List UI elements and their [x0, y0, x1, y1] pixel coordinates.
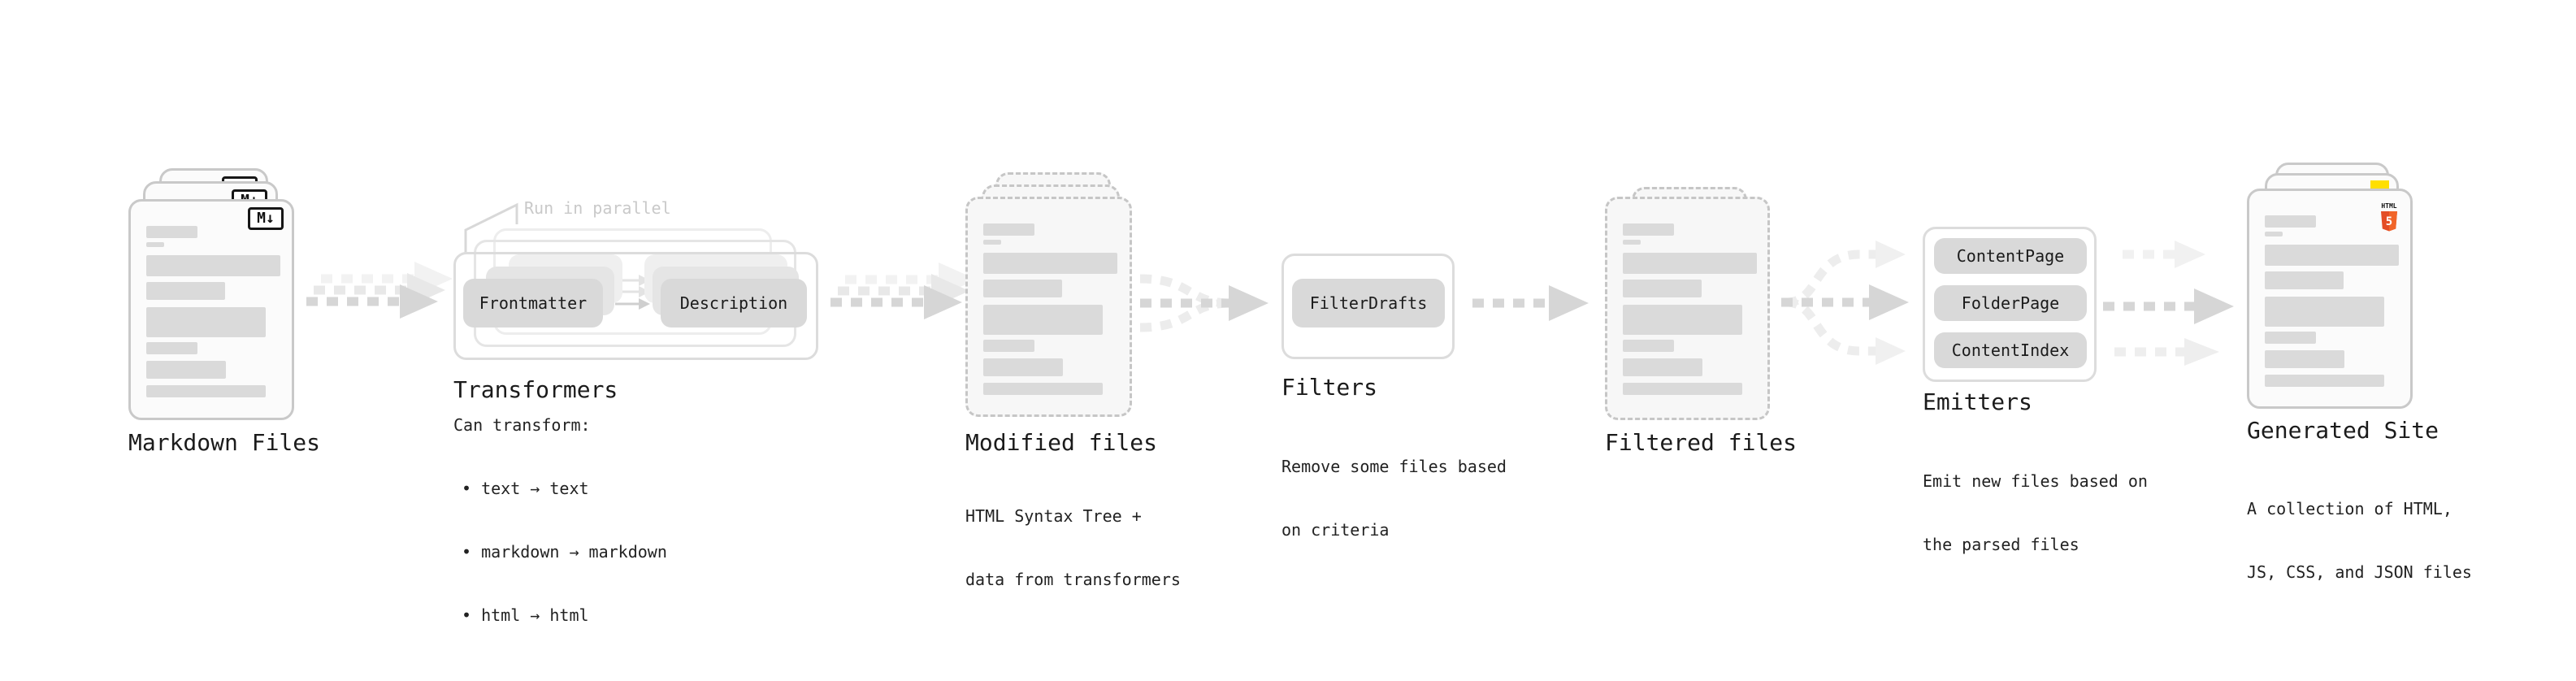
- placeholder-text-bar: [1623, 383, 1742, 395]
- run-in-parallel-note: Run in parallel: [524, 198, 671, 218]
- modified-file-card-front: [965, 197, 1132, 417]
- emitters-title: Emitters: [1923, 388, 2032, 415]
- placeholder-text-bar: [1623, 253, 1757, 274]
- transformer-frame-front: [453, 252, 818, 360]
- placeholder-text-bar: [983, 383, 1103, 395]
- placeholder-text-bar: [983, 240, 1001, 245]
- placeholder-text-bar: [2265, 332, 2316, 344]
- transformers-desc-heading: Can transform:: [453, 415, 591, 435]
- placeholder-text-bar: [1623, 223, 1674, 236]
- placeholder-text-bar: [146, 255, 280, 276]
- transformers-title: Transformers: [453, 376, 618, 403]
- placeholder-text-bar: [2265, 297, 2384, 327]
- placeholder-text-bar: [2265, 215, 2316, 228]
- desc-line: JS, CSS, and JSON files: [2247, 562, 2472, 582]
- placeholder-text-bar: [146, 226, 197, 238]
- html5-icon: HTML 5: [2380, 196, 2398, 236]
- placeholder-text-bar: [146, 361, 226, 379]
- markdown-file-card-front: M↓: [128, 199, 294, 420]
- placeholder-text-bar: [2265, 245, 2399, 266]
- placeholder-text-bar: [146, 242, 164, 247]
- desc-line: the parsed files: [1923, 535, 2079, 554]
- placeholder-text-bar: [1623, 358, 1702, 376]
- bullet-item: • markdown → markdown: [462, 542, 667, 562]
- folderpage-pill: FolderPage: [1934, 285, 2087, 321]
- svg-text:5: 5: [2386, 215, 2392, 228]
- placeholder-text-bar: [983, 305, 1103, 335]
- modified-files-desc: HTML Syntax Tree + data from transformer…: [965, 463, 1181, 632]
- bullet-item: • html → html: [462, 605, 589, 625]
- generated-site-title: Generated Site: [2247, 417, 2439, 444]
- placeholder-text-bar: [2265, 375, 2384, 387]
- placeholder-text-bar: [983, 223, 1034, 236]
- placeholder-text-bar: [2265, 350, 2344, 368]
- arrow-transformers-to-modified-icon: [830, 262, 977, 319]
- contentpage-pill: ContentPage: [1934, 238, 2087, 274]
- html5-shield-icon: 5: [2381, 211, 2397, 232]
- placeholder-text-bar: [983, 340, 1034, 352]
- transformers-bullet-list: • text → text • markdown → markdown • ht…: [462, 436, 667, 668]
- placeholder-text-bar: [983, 280, 1062, 297]
- modified-files-title: Modified files: [965, 429, 1158, 456]
- desc-line: on criteria: [1281, 520, 1390, 540]
- contentindex-pill: ContentIndex: [1934, 332, 2087, 368]
- emitters-desc: Emit new files based on the parsed files: [1923, 428, 2148, 597]
- desc-line: Remove some files based: [1281, 457, 1507, 476]
- javascript-icon: [2370, 180, 2389, 189]
- description-pill: Description: [661, 279, 807, 327]
- markdown-icon: M↓: [248, 207, 284, 230]
- placeholder-text-bar: [146, 307, 266, 337]
- desc-line: HTML Syntax Tree +: [965, 506, 1142, 526]
- placeholder-text-bar: [146, 282, 225, 300]
- arrow-modified-to-filters-icon: [1139, 274, 1268, 332]
- placeholder-text-bar: [983, 253, 1117, 274]
- placeholder-text-bar: [1623, 240, 1641, 245]
- html-file-card: HTML 5: [2247, 189, 2413, 409]
- filtered-files-title: Filtered files: [1605, 429, 1798, 456]
- placeholder-text-bar: [1623, 305, 1742, 335]
- desc-line: A collection of HTML,: [2247, 499, 2452, 518]
- arrow-filters-to-filtered-icon: [1472, 285, 1589, 321]
- arrow-filtered-to-emitters-icon: [1781, 241, 1909, 365]
- placeholder-text-bar: [1623, 280, 1702, 297]
- desc-line: data from transformers: [965, 570, 1181, 589]
- desc-line: Emit new files based on: [1923, 471, 2148, 491]
- generated-site-desc: A collection of HTML, JS, CSS, and JSON …: [2247, 456, 2472, 625]
- filterdrafts-pill: FilterDrafts: [1292, 279, 1445, 327]
- placeholder-text-bar: [1623, 340, 1674, 352]
- placeholder-text-bar: [146, 385, 266, 397]
- arrow-emitters-to-generated-icon: [2103, 241, 2234, 366]
- html5-icon-label: HTML: [2381, 202, 2397, 210]
- placeholder-text-bar: [146, 342, 197, 354]
- arrow-markdown-to-transformers-icon: [306, 262, 453, 319]
- filtered-file-card-front: [1605, 197, 1770, 420]
- markdown-files-title: Markdown Files: [128, 429, 321, 456]
- filters-desc: Remove some files based on criteria: [1281, 414, 1507, 583]
- frontmatter-pill: Frontmatter: [463, 279, 603, 327]
- placeholder-text-bar: [983, 358, 1063, 376]
- placeholder-text-bar: [2265, 232, 2283, 236]
- bullet-item: • text → text: [462, 479, 589, 498]
- run-in-parallel-callout-line: [464, 202, 518, 254]
- filters-title: Filters: [1281, 374, 1378, 401]
- placeholder-text-bar: [2265, 271, 2344, 289]
